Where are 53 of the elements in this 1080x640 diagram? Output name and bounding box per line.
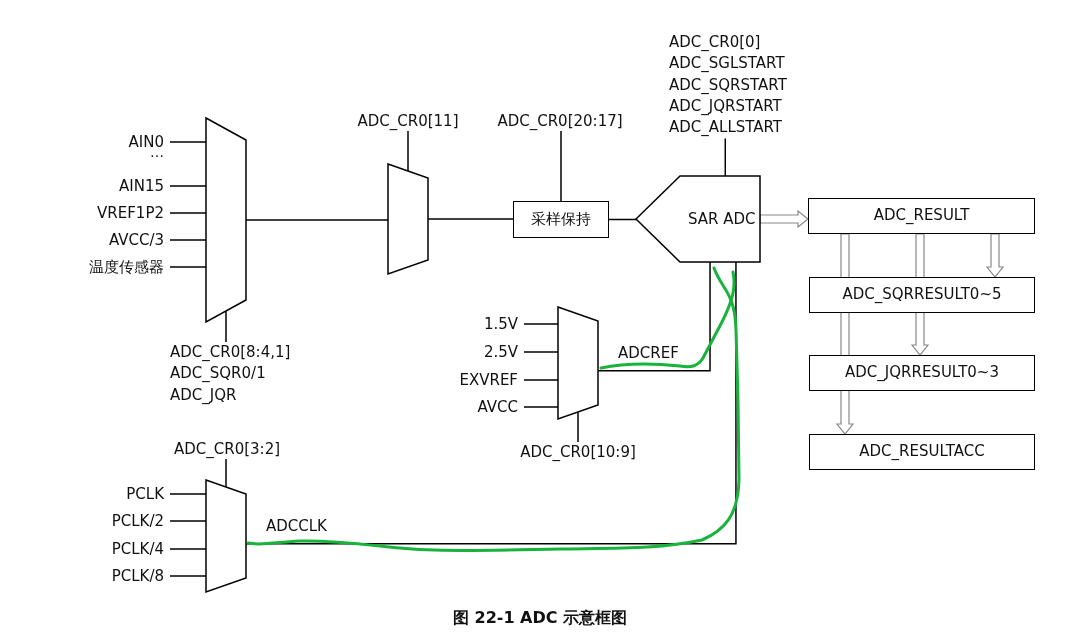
connector-line [169, 141, 207, 143]
signal-label: PCLK [126, 484, 170, 504]
connector-line [169, 520, 207, 522]
register-label: ADC_CR0[0] [669, 32, 762, 53]
connector-line [169, 266, 207, 268]
connector-line [523, 323, 559, 325]
register-label: ADC_JQR [170, 384, 238, 406]
register-box: 采样保持 [513, 201, 609, 238]
connector-line [169, 239, 207, 241]
signal-label: ADC_CR0[20:17] [497, 111, 623, 131]
signal-label: AIN15 [119, 176, 170, 196]
block-label: SAR ADC [688, 209, 756, 229]
connector-line [724, 137, 727, 177]
connector-line [523, 351, 559, 353]
connector-line [169, 548, 207, 550]
signal-label: PCLK/2 [111, 511, 170, 531]
signal-label: EXVREF [459, 370, 524, 390]
signal-label: ADC_CR0[11] [357, 111, 459, 131]
connector-line [169, 575, 207, 577]
signal-label: AVCC/3 [108, 230, 170, 250]
connector-line [169, 212, 207, 214]
connector-line [608, 218, 637, 221]
connector-line [560, 130, 562, 202]
register-box: ADC_JQRRESULT0~3 [809, 355, 1035, 391]
figure-caption: 图 22-1 ADC 示意框图 [452, 607, 628, 629]
connector-line [523, 406, 559, 408]
register-label: ADC_JQRSTART [669, 95, 783, 117]
signal-label: PCLK/4 [111, 539, 170, 559]
register-label: ADC_CR0[8:4,1] [170, 342, 291, 363]
connector-line [523, 379, 559, 381]
register-box: ADC_RESULTACC [809, 434, 1035, 470]
connector-line [407, 130, 409, 172]
register-box: ADC_SQRRESULT0~5 [809, 277, 1035, 313]
register-label: ADC_ALLSTART [669, 117, 784, 139]
signal-label: ADC_CR0[3:2] [173, 439, 281, 459]
hollow-arrow [985, 233, 1005, 278]
register-label: ADC_SQRSTART [669, 74, 787, 96]
register-label: ADC_SGLSTART [669, 53, 786, 75]
signal-label: 2.5V [483, 342, 524, 362]
signal-label: AVCC [477, 397, 524, 417]
signal-label: 1.5V [483, 314, 524, 334]
connector-line [169, 185, 207, 187]
connector-line [577, 411, 579, 443]
connector-line [225, 458, 227, 488]
signal-label: VREF1P2 [97, 203, 170, 223]
signal-label: 温度传感器 [89, 257, 170, 277]
signal-label: ADC_CR0[10:9] [520, 442, 636, 462]
connector-line [169, 493, 207, 495]
register-label: ADC_SQR0/1 [170, 363, 267, 385]
connector-line [225, 310, 227, 343]
hollow-arrow [759, 209, 809, 229]
register-box: ADC_RESULT [808, 198, 1035, 234]
signal-label: PCLK/8 [111, 566, 170, 586]
